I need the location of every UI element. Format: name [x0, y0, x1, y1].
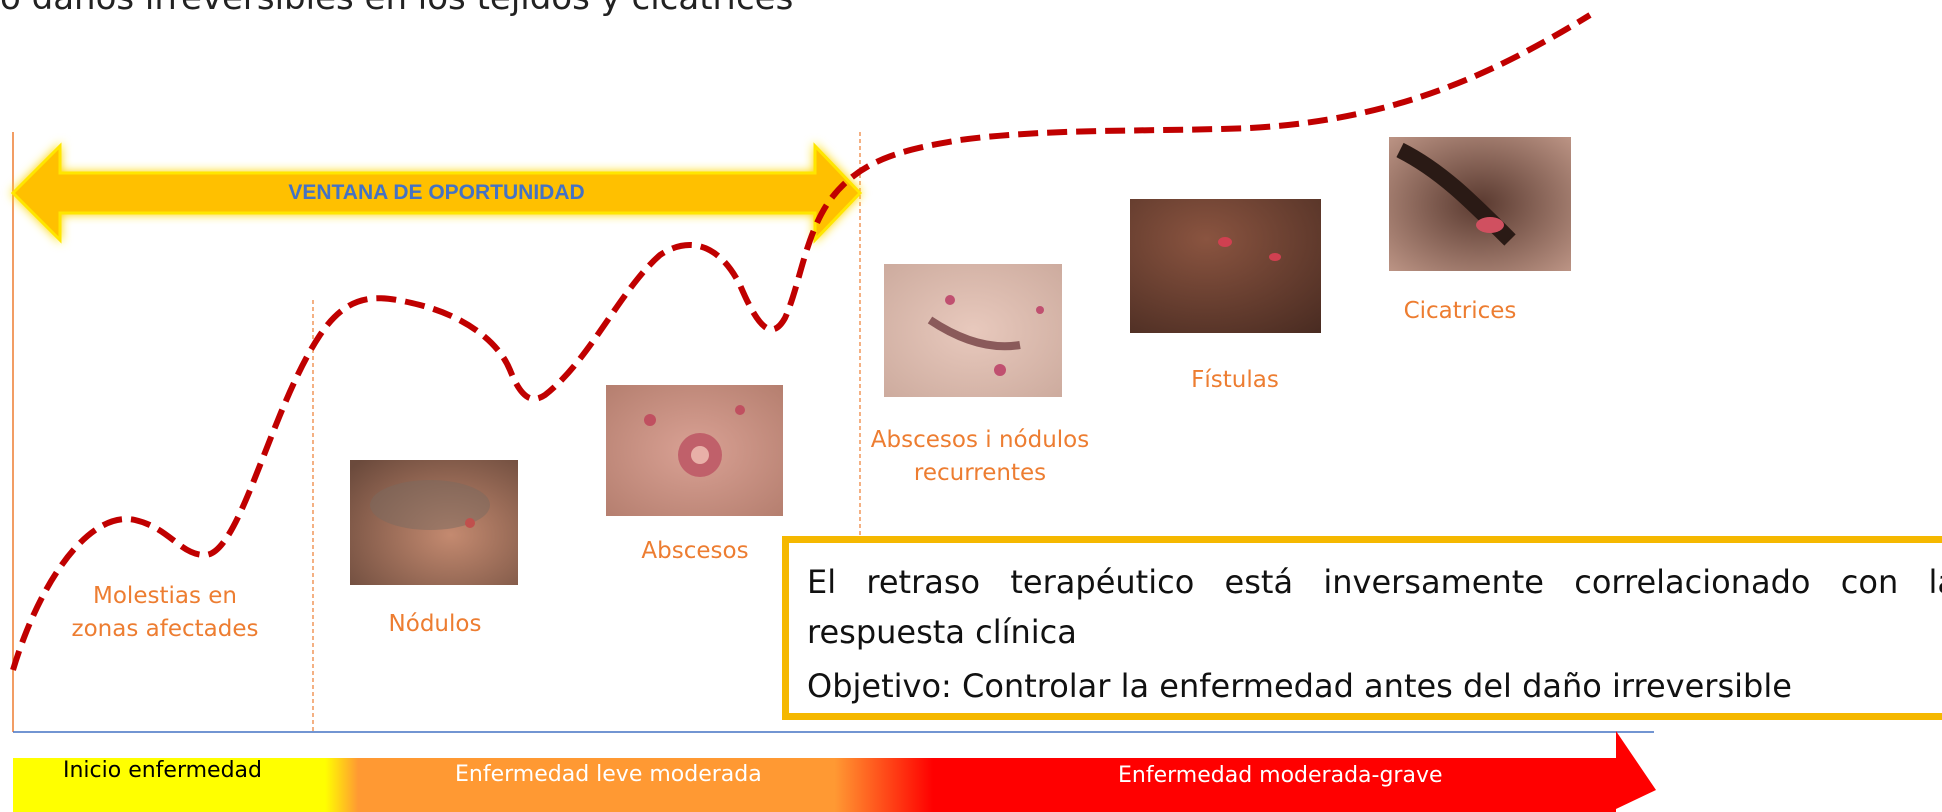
stage-label-abscesos-recurrentes-line1: Abscesos i nódulos: [870, 427, 1090, 453]
timeline-segment-moderada-grave: Enfermedad moderada-grave: [1118, 763, 1443, 788]
stage-label-abscesos-recurrentes-line2: recurrentes: [913, 460, 1047, 486]
callout-line-1: El retraso terapéutico está inversamente…: [807, 563, 1942, 651]
timeline-segment-inicio: Inicio enfermedad: [63, 758, 262, 783]
stage-label-abscesos-recurrentes: Abscesos i nódulos recurrentes: [855, 424, 1105, 490]
progression-curve: [10, 12, 1592, 671]
window-of-opportunity-label: VENTANA DE OPORTUNIDAD: [288, 181, 585, 204]
callout-box: El retraso terapéutico está inversamente…: [782, 536, 1942, 720]
stage-label-abscesos: Abscesos: [641, 538, 749, 564]
stage-label-molestias-line2: zonas afectades: [71, 616, 259, 642]
photo-fistulas: [1130, 199, 1321, 333]
photo-cicatrices: [1389, 137, 1571, 271]
photo-abscesos-recurrentes: [884, 264, 1062, 397]
stage-label-cicatrices: Cicatrices: [1403, 298, 1517, 324]
stage-label-fistulas: Fístulas: [1191, 367, 1279, 393]
stage-label-molestias: Molestias en zonas afectades: [60, 580, 270, 646]
stage-label-nodulos: Nódulos: [388, 611, 482, 637]
window-of-opportunity-arrow: [10, 142, 863, 244]
photo-abscesos: [606, 385, 783, 516]
timeline-segment-leve-moderada: Enfermedad leve moderada: [455, 762, 762, 787]
disease-timeline-arrow: [13, 731, 1656, 812]
callout-line-2: Objetivo: Controlar la enfermedad antes …: [807, 667, 1792, 705]
photo-nodulos: [350, 460, 518, 585]
stage-label-molestias-line1: Molestias en: [93, 583, 237, 609]
header-partial-text: o daños irreversibles en los tejidos y c…: [0, 0, 793, 18]
